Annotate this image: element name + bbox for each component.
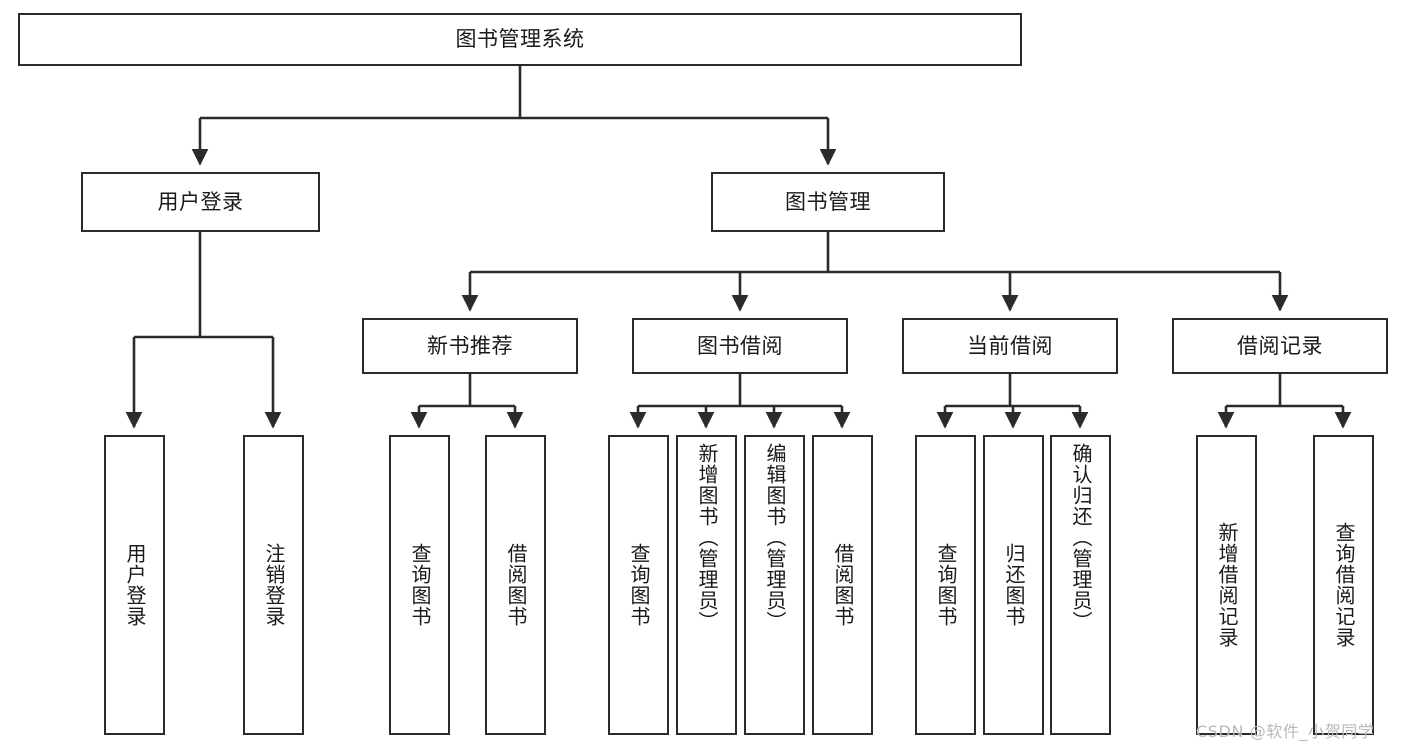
edges-recommend-to-leaves [410,374,524,429]
node-root-label: 图书管理系统 [455,27,585,52]
node-current-query-book[interactable]: 查询图书 [915,435,976,735]
csdn-watermark: CSDN @软件_小贺同学 [1196,722,1375,741]
node-borrow-borrow-book-label: 借阅图书 [831,543,855,627]
node-record-add-label: 新增借阅记录 [1215,522,1239,648]
node-user-login-do[interactable]: 用户登录 [104,435,165,735]
node-book-management-label: 图书管理 [785,189,871,214]
node-recommend-borrow-book[interactable]: 借阅图书 [485,435,546,735]
node-current-query-book-label: 查询图书 [934,543,958,627]
node-borrow-edit-book-label: 编辑图书（管理员） [763,443,787,632]
node-current-borrow-label: 当前借阅 [967,333,1053,358]
node-borrow-add-book[interactable]: 新增图书（管理员） [676,435,737,735]
node-book-management[interactable]: 图书管理 [711,172,945,232]
node-new-book-recommend[interactable]: 新书推荐 [362,318,578,374]
node-borrow-query-book-label: 查询图书 [627,543,651,627]
node-borrow-record[interactable]: 借阅记录 [1172,318,1388,374]
node-record-add[interactable]: 新增借阅记录 [1196,435,1257,735]
node-new-book-recommend-label: 新书推荐 [427,333,513,358]
node-root[interactable]: 图书管理系统 [18,13,1022,66]
node-user-login[interactable]: 用户登录 [81,172,320,232]
edges-borrowrecord-to-leaves [1217,374,1352,429]
node-record-query[interactable]: 查询借阅记录 [1313,435,1374,735]
node-current-borrow[interactable]: 当前借阅 [902,318,1118,374]
node-recommend-borrow-book-label: 借阅图书 [504,543,528,627]
node-current-return-book-label: 归还图书 [1002,543,1026,627]
node-current-confirm-return[interactable]: 确认归还（管理员） [1050,435,1111,735]
node-borrow-query-book[interactable]: 查询图书 [608,435,669,735]
node-current-return-book[interactable]: 归还图书 [983,435,1044,735]
edges-booksmgmt-to-level3 [461,232,1289,312]
node-current-confirm-return-label: 确认归还（管理员） [1069,443,1093,632]
edges-userlogin-to-leaves [125,232,282,429]
node-user-logout-label: 注销登录 [262,543,286,627]
node-borrow-record-label: 借阅记录 [1237,333,1323,358]
node-recommend-query-book-label: 查询图书 [408,543,432,627]
node-user-login-label: 用户登录 [157,189,244,214]
node-recommend-query-book[interactable]: 查询图书 [389,435,450,735]
edges-root-to-level2 [191,66,837,166]
node-user-login-do-label: 用户登录 [123,543,147,627]
node-borrow-borrow-book[interactable]: 借阅图书 [812,435,873,735]
edges-currentborrow-to-leaves [936,374,1089,429]
node-book-borrow[interactable]: 图书借阅 [632,318,848,374]
edges-bookborrow-to-leaves [629,374,851,429]
node-book-borrow-label: 图书借阅 [697,333,783,358]
node-borrow-edit-book[interactable]: 编辑图书（管理员） [744,435,805,735]
node-borrow-add-book-label: 新增图书（管理员） [695,443,719,632]
node-record-query-label: 查询借阅记录 [1332,522,1356,648]
node-user-logout[interactable]: 注销登录 [243,435,304,735]
